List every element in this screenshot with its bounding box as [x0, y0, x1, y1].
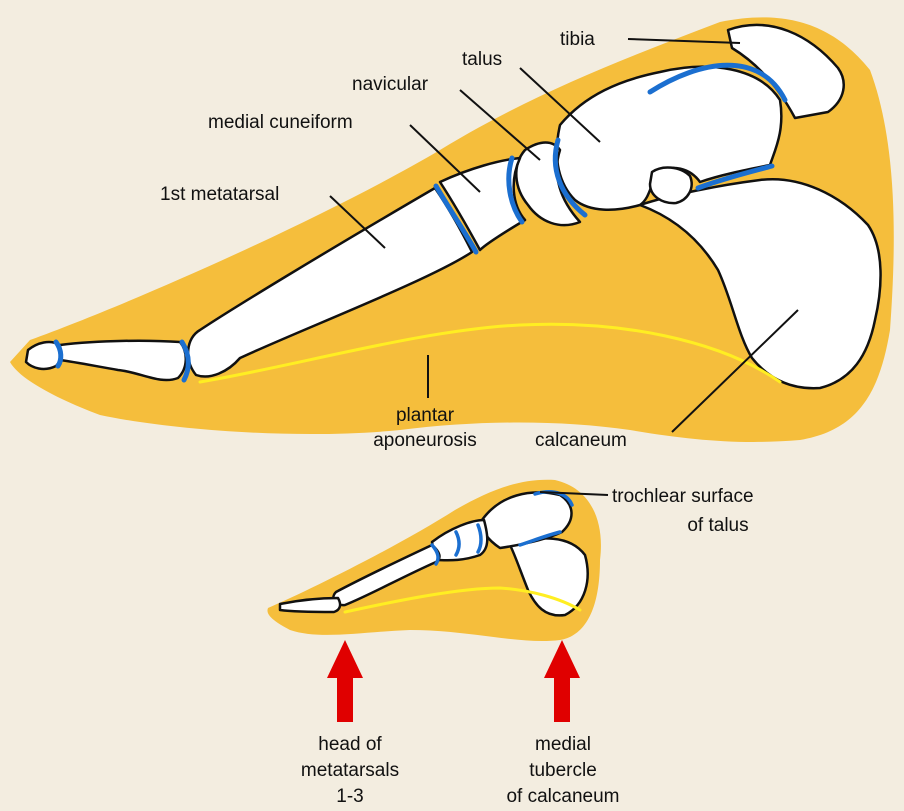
pressure-arrows — [327, 640, 580, 722]
head-of-metatarsals-arrow — [327, 640, 363, 722]
plantar-label-line2: aponeurosis — [373, 430, 477, 451]
trochlear-label-line2: of talus — [687, 515, 748, 536]
medial-cuneiform-label: medial cuneiform — [208, 112, 353, 133]
medial-tubercle-arrow — [544, 640, 580, 722]
talus-label: talus — [462, 49, 502, 70]
trochlear-label-line1: trochlear surface — [612, 486, 754, 507]
medial-tubercle-label-line3: of calcaneum — [506, 786, 619, 807]
sustentaculum-bone — [650, 167, 692, 203]
head-of-metatarsals-label-line1: head of — [318, 734, 382, 755]
tibia-label: tibia — [560, 29, 595, 50]
head-of-metatarsals-label-line2: metatarsals — [301, 760, 399, 781]
head-of-metatarsals-label-line3: 1-3 — [336, 786, 363, 807]
calcaneum-label: calcaneum — [535, 430, 627, 451]
medial-tubercle-label-line2: tubercle — [529, 760, 597, 781]
plantar-label-line1: plantar — [396, 405, 455, 426]
medial-tubercle-label-line1: medial — [535, 734, 591, 755]
large-foot — [10, 17, 894, 442]
small-foot — [267, 480, 608, 641]
navicular-label: navicular — [352, 74, 429, 95]
first-metatarsal-label: 1st metatarsal — [160, 184, 279, 205]
